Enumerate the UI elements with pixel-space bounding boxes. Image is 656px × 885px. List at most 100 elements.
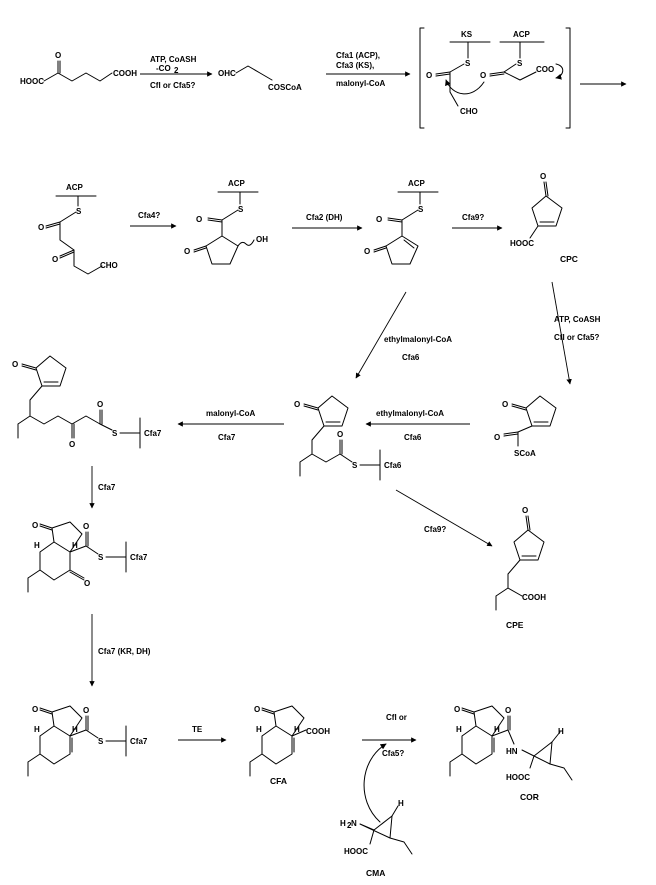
cma-structure: H 2 N H HOOC CMA <box>340 799 413 878</box>
svg-text:O: O <box>294 400 300 409</box>
svg-text:CHO: CHO <box>460 107 478 116</box>
svg-text:O: O <box>454 705 460 714</box>
svg-text:malonyl-CoA: malonyl-CoA <box>336 79 386 88</box>
svg-text:Cfa7: Cfa7 <box>98 483 116 492</box>
svg-text:-CO: -CO <box>156 64 171 73</box>
step5-arrow: Cfa9? <box>452 213 503 231</box>
svg-text:ACP: ACP <box>513 30 531 39</box>
svg-text:O: O <box>426 71 432 80</box>
step10-arrow: Cfa9? <box>395 489 493 547</box>
svg-text:O: O <box>32 705 38 714</box>
svg-text:S: S <box>517 59 523 68</box>
svg-text:Cfl or: Cfl or <box>386 713 407 722</box>
svg-text:Cfa7 (KR, DH): Cfa7 (KR, DH) <box>98 647 151 656</box>
svg-text:H: H <box>398 799 404 808</box>
svg-text:O: O <box>84 579 90 588</box>
svg-text:S: S <box>465 59 471 68</box>
svg-text:Cfa3 (KS),: Cfa3 (KS), <box>336 61 374 70</box>
svg-text:H: H <box>34 725 40 734</box>
acp-cyclopentenone: ACP S O O <box>364 179 439 265</box>
svg-text:H: H <box>34 541 40 550</box>
svg-text:Cfa6: Cfa6 <box>384 461 402 470</box>
step8-arrow: ethylmalonyl-CoA Cfa6 <box>365 409 470 442</box>
acp-hydroxy-cyclopentanone: ACP S O O OH <box>184 179 268 265</box>
cor-structure: O H H O HN H HOOC COR <box>449 705 573 802</box>
svg-text:H: H <box>494 725 500 734</box>
svg-text:H: H <box>340 819 346 828</box>
svg-text:O: O <box>55 51 61 60</box>
svg-text:Cfa2 (DH): Cfa2 (DH) <box>306 213 343 222</box>
svg-text:O: O <box>83 706 89 715</box>
svg-text:O: O <box>522 506 528 515</box>
svg-text:COOH: COOH <box>522 593 546 602</box>
svg-text:S: S <box>238 205 244 214</box>
svg-text:Cfa1 (ACP),: Cfa1 (ACP), <box>336 51 380 60</box>
svg-text:H: H <box>558 727 564 736</box>
cfa-structure: O COOH H H CFA <box>249 705 330 786</box>
svg-text:SCoA: SCoA <box>514 449 536 458</box>
alpha-ketoglutarate: HOOC O COOH <box>20 51 137 86</box>
svg-text:H: H <box>256 725 262 734</box>
cfa7-diketide: O O O S Cfa7 <box>12 355 162 449</box>
svg-text:COO: COO <box>536 65 554 74</box>
svg-text:O: O <box>364 247 370 256</box>
step3-arrow: Cfa4? <box>130 211 177 229</box>
svg-text:O: O <box>494 433 500 442</box>
svg-text:O: O <box>502 400 508 409</box>
svg-text:S: S <box>98 553 104 562</box>
step12-arrow: Cfa7 (KR, DH) <box>89 614 151 687</box>
svg-text:Cfa9?: Cfa9? <box>462 213 484 222</box>
succinic-semialdehyde-coa: OHC COSCoA <box>218 65 302 92</box>
svg-text:Cfl or Cfa5?: Cfl or Cfa5? <box>150 81 195 90</box>
svg-text:HOOC: HOOC <box>20 77 44 86</box>
svg-text:N: N <box>351 819 357 828</box>
step14-arrow: Cfl or Cfa5? <box>362 713 417 823</box>
svg-text:ACP: ACP <box>408 179 426 188</box>
svg-text:ATP, CoASH: ATP, CoASH <box>554 315 601 324</box>
bicyclic-diketone-cfa7: O O O S Cfa7 H H <box>27 521 148 593</box>
svg-text:HOOC: HOOC <box>506 773 530 782</box>
cpc-structure: O HOOC CPC <box>510 172 578 264</box>
svg-text:H: H <box>72 725 78 734</box>
svg-text:CPC: CPC <box>560 254 578 264</box>
step1-arrow: ATP, CoASH -CO 2 Cfl or Cfa5? <box>140 55 213 90</box>
svg-text:ACP: ACP <box>228 179 246 188</box>
svg-text:ethylmalonyl-CoA: ethylmalonyl-CoA <box>376 409 444 418</box>
svg-text:O: O <box>254 705 260 714</box>
svg-text:ACP: ACP <box>66 183 84 192</box>
svg-text:Cfa9?: Cfa9? <box>424 525 446 534</box>
svg-text:O: O <box>12 360 18 369</box>
svg-text:O: O <box>83 522 89 531</box>
svg-text:S: S <box>98 737 104 746</box>
svg-text:Cfa4?: Cfa4? <box>138 211 160 220</box>
svg-text:Cfa7: Cfa7 <box>144 429 162 438</box>
svg-text:COOH: COOH <box>113 69 137 78</box>
step6-arrow: ATP, CoASH Cfl or Cfa5? <box>551 281 601 385</box>
svg-text:Cfa5?: Cfa5? <box>382 749 404 758</box>
svg-text:Cfa7: Cfa7 <box>130 553 148 562</box>
svg-text:KS: KS <box>461 30 473 39</box>
acp-ketoaldehyde: ACP S O O CHO <box>38 183 118 275</box>
svg-text:COSCoA: COSCoA <box>268 83 302 92</box>
svg-text:OH: OH <box>256 235 268 244</box>
svg-text:O: O <box>32 521 38 530</box>
svg-text:S: S <box>112 429 118 438</box>
svg-text:ethylmalonyl-CoA: ethylmalonyl-CoA <box>384 335 452 344</box>
ks-acp-complex: KS S ACP S O CHO O COO <box>419 27 571 129</box>
cfa6-thioester: O O S Cfa6 <box>294 395 402 481</box>
svg-text:O: O <box>38 223 44 232</box>
step11-arrow: Cfa7 <box>89 466 116 509</box>
svg-text:H: H <box>72 541 78 550</box>
svg-text:CHO: CHO <box>100 261 118 270</box>
bicyclic-enone-cfa7: O O S Cfa7 H H <box>27 705 148 777</box>
svg-text:H: H <box>294 725 300 734</box>
svg-text:O: O <box>540 172 546 181</box>
svg-text:S: S <box>76 207 82 216</box>
svg-text:O: O <box>505 706 511 715</box>
svg-text:O: O <box>196 215 202 224</box>
svg-text:HOOC: HOOC <box>344 847 368 856</box>
svg-text:O: O <box>69 440 75 449</box>
svg-text:S: S <box>418 205 424 214</box>
svg-text:COOH: COOH <box>306 727 330 736</box>
